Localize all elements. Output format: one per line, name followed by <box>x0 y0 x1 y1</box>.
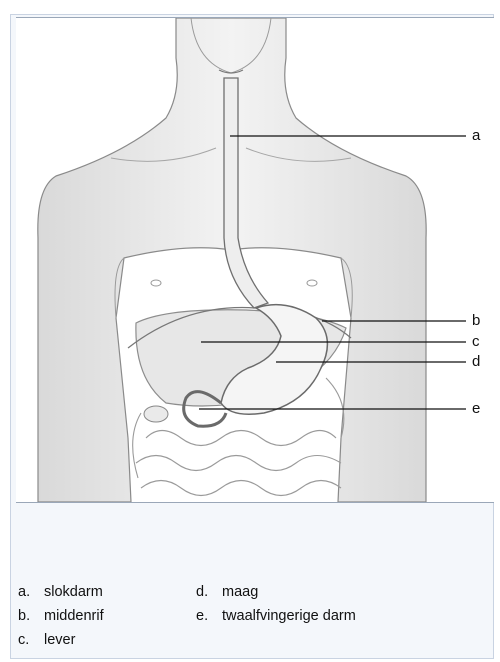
legend-key: e. <box>196 608 222 624</box>
legend: a.slokdarm b.middenrif c.lever d.maag e.… <box>18 584 478 654</box>
legend-text: slokdarm <box>44 584 103 600</box>
legend-item-c: c.lever <box>18 632 75 648</box>
legend-key: d. <box>196 584 222 600</box>
label-c: c <box>472 334 480 349</box>
label-a: a <box>472 128 480 143</box>
legend-key: b. <box>18 608 44 624</box>
legend-text: lever <box>44 632 75 648</box>
anatomy-illustration: a b c d e <box>16 17 494 503</box>
legend-item-d: d.maag <box>196 584 258 600</box>
label-b: b <box>472 313 480 328</box>
legend-text: middenrif <box>44 608 104 624</box>
legend-text: twaalfvingerige darm <box>222 608 356 624</box>
legend-item-a: a.slokdarm <box>18 584 103 600</box>
label-e: e <box>472 401 480 416</box>
label-d: d <box>472 354 480 369</box>
legend-key: a. <box>18 584 44 600</box>
legend-item-b: b.middenrif <box>18 608 104 624</box>
anatomy-drawing <box>16 18 494 502</box>
legend-item-e: e.twaalfvingerige darm <box>196 608 356 624</box>
legend-text: maag <box>222 584 258 600</box>
legend-key: c. <box>18 632 44 648</box>
